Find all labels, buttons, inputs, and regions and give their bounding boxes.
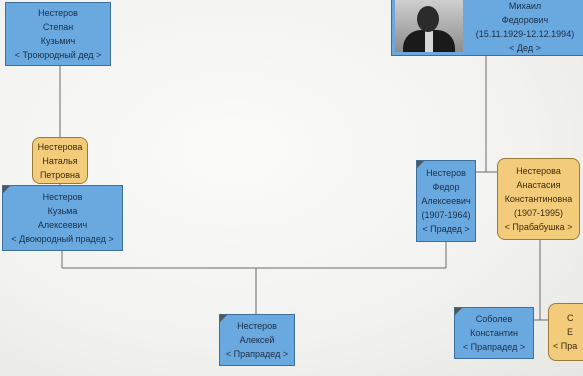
card-line: Нестеров <box>237 321 277 331</box>
person-card-partial[interactable]: С Е < Пра <box>548 303 583 361</box>
card-line: Кузьма <box>47 206 78 216</box>
card-line: (15.11.1929-12.12.1994) <box>475 29 575 39</box>
relation-label: < Дед > <box>509 43 541 53</box>
card-line: Наталья <box>42 155 78 166</box>
person-card-konstantin[interactable]: Соболев Константин < Прапрадед > <box>454 307 534 359</box>
card-line: Е <box>567 327 574 337</box>
card-line: Нестеров <box>42 192 83 202</box>
corner-marker-icon <box>417 161 424 168</box>
card-line: Нестеров <box>426 168 466 178</box>
relation-label: < Прабабушка > <box>504 222 573 232</box>
card-line: С <box>567 313 574 323</box>
card-line: Константин <box>470 328 518 338</box>
relation-label: < Прапрадед > <box>462 342 526 352</box>
corner-marker-icon <box>455 308 462 315</box>
relation-label: < Пра <box>553 341 578 351</box>
relation-label: < Двоюродный прадед > <box>11 234 114 244</box>
card-line: Федорович <box>501 15 549 25</box>
person-photo <box>395 0 463 52</box>
card-line: Алексеевич <box>421 196 471 206</box>
relation-label: < Прадед > <box>422 224 470 234</box>
person-card-fedor[interactable]: Нестеров Федор Алексеевич (1907-1964) < … <box>416 160 476 242</box>
card-line: Алексей <box>239 335 275 345</box>
corner-marker-icon <box>3 186 10 193</box>
person-card-anastasia[interactable]: Нестерова Анастасия Константиновна (1907… <box>497 158 580 240</box>
card-line: Петровна <box>39 169 81 180</box>
card-line: (1907-1964) <box>421 210 471 220</box>
card-line: Нестеров <box>38 8 78 18</box>
person-card-mikhail[interactable]: Михаил Федорович (15.11.1929-12.12.1994)… <box>391 0 583 56</box>
card-line: Анастасия <box>516 180 561 190</box>
card-line: (1907-1995) <box>513 208 564 218</box>
card-line: Константиновна <box>504 194 573 204</box>
card-line: Соболев <box>475 314 513 324</box>
corner-marker-icon <box>220 315 227 322</box>
person-card-kuzma[interactable]: Нестеров Кузьма Алексеевич < Двоюродный … <box>2 185 123 251</box>
card-line: Степан <box>42 22 74 32</box>
card-line: Нестерова <box>37 141 83 152</box>
person-card-aleksey[interactable]: Нестеров Алексей < Прапрадед > <box>219 314 295 366</box>
card-line: Кузьмич <box>40 36 76 46</box>
card-line: Михаил <box>508 1 542 11</box>
person-card-stepan[interactable]: Нестеров Степан Кузьмич < Троюродный дед… <box>5 2 111 66</box>
relation-label: < Прапрадед > <box>225 349 289 359</box>
card-line: Федор <box>432 182 460 192</box>
card-line: Нестерова <box>516 166 561 176</box>
card-line: Алексеевич <box>37 220 88 230</box>
person-card-natalya[interactable]: Нестерова Наталья Петровна <box>32 137 88 184</box>
relation-label: < Троюродный дед > <box>14 50 102 60</box>
